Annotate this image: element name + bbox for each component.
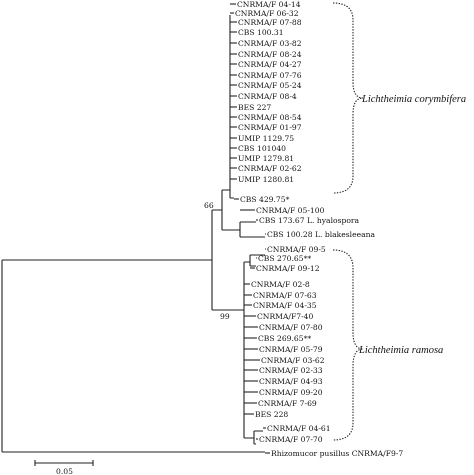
- taxon-label-t31: CBS 269.65**: [258, 334, 311, 343]
- taxon-label-t10: CNRMA/F 08-4: [238, 92, 297, 101]
- taxon-label-t37: CNRMA/F 7-69: [258, 399, 317, 408]
- taxon-label-t40: CNRMA/F 07-70: [259, 435, 323, 444]
- taxon-label-t08: CNRMA/F 07-76: [238, 71, 302, 80]
- taxon-label-t38: BES 228: [255, 410, 288, 419]
- branch-hyalospora: [239, 221, 265, 238]
- taxon-label-t18: UMIP 1280.81: [238, 175, 294, 184]
- taxon-label-t07: CNRMA/F 04-27: [238, 60, 302, 69]
- taxon-label-t27: CNRMA/F 07-63: [253, 291, 317, 300]
- taxon-label-t17: CNRMA/F 02-62: [238, 164, 302, 173]
- taxon-label-t25: CNRMA/F 09-12: [256, 264, 320, 273]
- taxon-label-t14: UMIP 1129.75: [238, 134, 294, 143]
- branch-corymbifera-group: [221, 189, 240, 231]
- bracket-ramosa: [332, 249, 364, 441]
- taxon-label-t16: UMIP 1279.81: [238, 154, 294, 163]
- branch-ramosa-bottom: [253, 430, 263, 445]
- taxon-label-t22: CBS 100.28 L. blakesleeana: [267, 230, 376, 239]
- taxon-label-t13: CNRMA/F 01-97: [238, 123, 302, 132]
- bootstrap-99: 99: [220, 312, 230, 321]
- tree-branches: [1, 15, 265, 453]
- scale-bar: [34, 460, 94, 466]
- clade-label-corymbifera: Lichtheimia corymbifera: [361, 94, 466, 105]
- taxon-label-t02: CNRMA/F 06-32: [235, 9, 299, 18]
- tree-leaves: [230, 3, 270, 454]
- taxon-label-t28: CNRMA/F 04-35: [253, 301, 317, 310]
- taxon-label-t26: CNRMA/F 02-8: [251, 280, 310, 289]
- taxon-label-t09: CNRMA/F 05-24: [238, 81, 302, 90]
- taxon-label-t04: CBS 100.31: [238, 28, 284, 37]
- taxon-label-t24: CBS 270.65**: [258, 254, 311, 263]
- taxon-label-t20: CNRMA/F 05-100: [256, 206, 325, 215]
- taxon-label-t36: CNRMA/F 09-20: [259, 388, 323, 397]
- clade-label-ramosa: Lichtheimia ramosa: [358, 345, 443, 356]
- taxon-label-t39: CNRMA/F 04-61: [267, 424, 331, 433]
- taxon-label-t32: CNRMA/F 05-79: [259, 345, 323, 354]
- branch-main: [211, 209, 244, 311]
- taxon-label-t23: CNRMA/F 09-5: [267, 245, 326, 254]
- taxon-label-t35: CNRMA/F 04-93: [259, 377, 323, 386]
- bracket-corymbifera: [332, 2, 364, 194]
- taxon-label-t30: CNRMA/F 07-80: [259, 323, 323, 332]
- branch-ramosa-clade: [243, 261, 254, 439]
- branch-root: [1, 259, 265, 453]
- taxon-label-t29: CNRMA/F7-40: [257, 312, 313, 321]
- taxon-label-t12: CNRMA/F 08-54: [238, 113, 302, 122]
- taxon-label-t19: CBS 429.75*: [240, 195, 290, 204]
- taxon-label-t15: CBS 101040: [238, 144, 286, 153]
- branch-ramosa-top: [249, 254, 265, 267]
- taxon-label-t01: CNRMA/F 04-14: [237, 0, 301, 9]
- bootstrap-66: 66: [204, 201, 214, 210]
- taxon-label-t33: CNRMA/F 03-62: [261, 356, 325, 365]
- taxon-label-t34: CNRMA/F 02-33: [259, 366, 323, 375]
- taxon-label-t05: CNRMA/F 03-82: [238, 39, 302, 48]
- taxon-label-t03: CNRMA/F 07-88: [238, 18, 302, 27]
- taxon-label-t11: BES 227: [238, 103, 271, 112]
- taxon-label-t06: CNRMA/F 08-24: [238, 50, 302, 59]
- scale-bar-label: 0.05: [56, 467, 73, 475]
- taxon-label-outgroup: Rhizomucor pusillus CNRMA/F9-7: [271, 449, 403, 458]
- taxon-label-t21: CBS 173.67 L. hyalospora: [259, 216, 360, 225]
